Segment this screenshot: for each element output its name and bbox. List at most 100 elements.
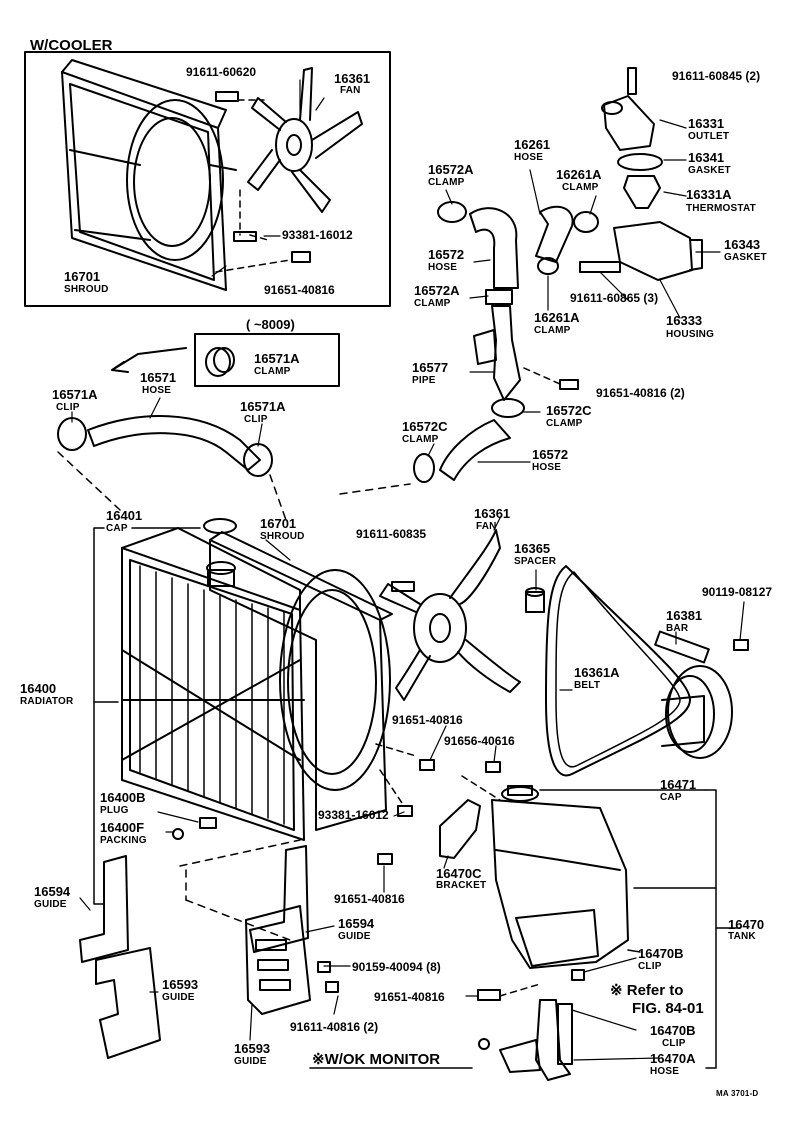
bolt-91651-low	[477, 989, 501, 1001]
part-16361A-num: 16361A	[574, 665, 620, 680]
part-16365-num: 16365	[514, 541, 551, 556]
part-16572A-mid-name: CLAMP	[414, 298, 451, 309]
part-16572-top-num: 16572	[428, 247, 465, 262]
part-16400-num: 16400	[20, 681, 57, 696]
bolt-91651-40816-low: 91651-40816	[334, 892, 405, 906]
part-16572C-right-num: 16572C	[546, 403, 592, 418]
part-16400F-name: PACKING	[100, 835, 147, 846]
part-16261A-bot-name: CLAMP	[534, 325, 571, 336]
part-16571-name: HOSE	[142, 385, 172, 396]
part-16470-num: 16470	[728, 917, 765, 932]
part-16470B-top-num: 16470B	[638, 946, 684, 961]
bolt-90119-08127: 90119-08127	[702, 585, 773, 599]
part-16577-num: 16577	[412, 360, 449, 375]
part-16593-left-num: 16593	[162, 977, 199, 992]
part-16571A-box-name: CLAMP	[254, 366, 291, 377]
part-16400F-num: 16400F	[100, 820, 145, 835]
fan-top-drawing	[247, 67, 363, 213]
bracket-drawing	[439, 799, 481, 859]
bolt-91611-60865: 91611-60865 (3)	[570, 291, 659, 305]
part-16470C-num: 16470C	[436, 866, 482, 881]
part-16261A-bot-num: 16261A	[534, 310, 580, 325]
part-16470C-name: BRACKET	[436, 880, 487, 891]
part-16572-top-name: HOSE	[428, 262, 458, 273]
part-16571A-right-name: CLIP	[244, 414, 268, 425]
arrow-left	[111, 347, 187, 373]
tank-drawing	[491, 785, 629, 969]
part-16577-name: PIPE	[412, 375, 436, 386]
part-16571-num: 16571	[140, 370, 177, 385]
part-16471-name: CAP	[660, 792, 682, 803]
part-16361-bot-name: FAN	[476, 521, 497, 532]
part-16333-name: HOUSING	[666, 329, 715, 340]
part-16572-bot-name: HOSE	[532, 462, 562, 473]
w-cooler-box	[24, 51, 391, 307]
part-16470B-bot-num: 16470B	[650, 1023, 696, 1038]
part-16470A-name: HOSE	[650, 1066, 680, 1077]
fan-bottom-drawing	[379, 529, 521, 701]
part-16701-top-name: SHROUD	[64, 284, 109, 295]
part-16331-name: OUTLET	[688, 131, 730, 142]
part-16571A-left-name: CLIP	[56, 402, 80, 413]
part-16470B-top-name: CLIP	[638, 961, 662, 972]
thermostat-assembly	[579, 67, 703, 281]
part-16341-num: 16341	[688, 150, 725, 165]
figure-code: MA 3701-D	[716, 1089, 759, 1098]
part-16361-top-num: 16361	[334, 71, 371, 86]
bolt-60835	[391, 581, 415, 592]
part-16572C-right-name: CLAMP	[546, 418, 583, 429]
part-16365-name: SPACER	[514, 556, 557, 567]
shroud-bottom-drawing	[209, 531, 393, 831]
bolt-90159-40094: 90159-40094 (8)	[352, 960, 441, 974]
bolt-91651-40816-top: 91651-40816	[264, 283, 335, 297]
part-16594-mid-name: GUIDE	[338, 931, 371, 942]
part-16572C-left-name: CLAMP	[402, 434, 439, 445]
part-16593-left-name: GUIDE	[162, 992, 195, 1003]
range-note: ( ~8009)	[246, 317, 295, 332]
part-16331A-name: THERMOSTAT	[686, 203, 756, 214]
part-16572A-top-num: 16572A	[428, 162, 474, 177]
part-16401-name: CAP	[106, 523, 128, 534]
bolt-91611-40816: 91611-40816 (2)	[290, 1020, 379, 1034]
part-16594-left-num: 16594	[34, 884, 71, 899]
part-16343-num: 16343	[724, 237, 761, 252]
part-16594-left-name: GUIDE	[34, 899, 67, 910]
part-16361A-name: BELT	[574, 680, 601, 691]
part-16261-name: HOSE	[514, 152, 544, 163]
part-16341-name: GASKET	[688, 165, 731, 176]
part-16572A-top-name: CLAMP	[428, 177, 465, 188]
part-16701-top-num: 16701	[64, 269, 101, 284]
plug-drawing	[172, 817, 217, 840]
bolt-90159	[317, 961, 331, 973]
clip-top	[571, 969, 585, 981]
part-16400B-name: PLUG	[100, 805, 129, 816]
monitor-note: ※W/OK MONITOR	[312, 1051, 441, 1068]
bolt-93381-16012-bot: 93381-16012	[318, 808, 389, 822]
bolts-mid	[377, 759, 501, 865]
clamp-inset-box	[194, 333, 340, 387]
part-16471-num: 16471	[660, 777, 697, 792]
spacer-drawing	[525, 587, 545, 613]
lower-hose	[57, 415, 273, 477]
part-16701-bot-num: 16701	[260, 516, 297, 531]
part-16401-num: 16401	[106, 508, 143, 523]
part-16381-name: BAR	[666, 623, 689, 634]
clamp-inset	[205, 347, 235, 377]
part-16593-bot-num: 16593	[234, 1041, 271, 1056]
shroud-top-drawing	[61, 59, 237, 291]
refer-note-line2: FIG. 84-01	[632, 1000, 704, 1017]
refer-note-line1: ※ Refer to	[610, 982, 684, 999]
bolt-91611-60835: 91611-60835	[356, 527, 427, 541]
part-16261A-top-num: 16261A	[556, 167, 602, 182]
part-16261-num: 16261	[514, 137, 551, 152]
w-cooler-title: W/COOLER	[30, 37, 113, 54]
bolt-91651-40816-bot: 91651-40816	[374, 990, 445, 1004]
bolt-93381-16012-top: 93381-16012	[282, 228, 353, 242]
guide-left	[79, 855, 161, 1059]
part-16701-bot-name: SHROUD	[260, 531, 305, 542]
part-16361-top-name: FAN	[340, 85, 361, 96]
guide-mid	[245, 845, 311, 1015]
bolt-91656-40616: 91656-40616	[444, 734, 515, 748]
part-16381-num: 16381	[666, 608, 703, 623]
